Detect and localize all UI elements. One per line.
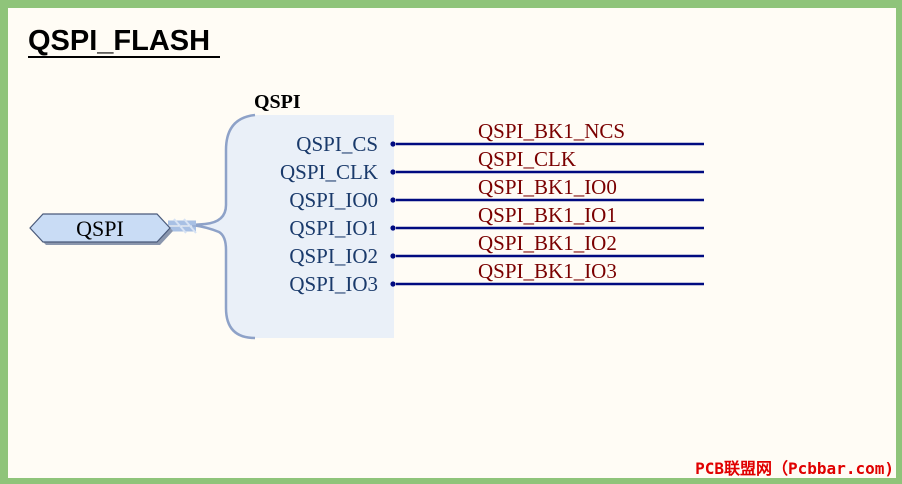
harness-pins: QSPI_CS QSPI_CLK QSPI_IO0QSPI_IO1QSPI_IO2Q…	[280, 132, 396, 296]
harness-pin-dot	[390, 225, 396, 231]
harness-pin-label: QSPI_IO0	[289, 188, 378, 212]
bundle-hatch-2	[183, 218, 197, 234]
sheet-title: QSPI_FLASH	[28, 25, 210, 57]
harness-pin-dot	[390, 281, 396, 287]
harness-pin-dot	[390, 169, 396, 175]
harness-pin-label: QSPI_CLK	[280, 160, 378, 184]
net-label: QSPI_BK1_IO2	[478, 231, 617, 255]
harness-pin-label: QSPI_IO1	[289, 216, 378, 240]
port-label: QSPI	[76, 216, 124, 241]
bundle-hatch-1	[173, 218, 187, 234]
harness-pin-dot	[390, 141, 396, 147]
harness-pin-label: QSPI_CS	[296, 132, 378, 156]
qspi-port[interactable]: QSPI	[29, 213, 173, 245]
net-label: QSPI_BK1_IO3	[478, 259, 617, 283]
harness-bundle[interactable]	[168, 218, 197, 234]
harness-pin-label: QSPI_IO3	[289, 272, 378, 296]
port-shape	[29, 213, 171, 243]
harness-pin-dot	[390, 253, 396, 259]
net-label: QSPI_BK1_NCS	[478, 119, 625, 143]
harness-pin-dot	[390, 197, 396, 203]
harness-connector[interactable]: QSPI QSPI_CSQSPI_CLKQSPI_IO0QSPI_IO1QSPI…	[191, 91, 396, 340]
watermark: PCB联盟网（Pcbbar.com)	[695, 459, 894, 478]
harness-pin-label: QSPI_IO2	[289, 244, 378, 268]
harness-name: QSPI	[254, 91, 301, 113]
net-wires: QSPI_BK1_NCS QSPI_CLK QSPI_BK1_IO0QSPI_BK1…	[396, 119, 704, 286]
harness-brace	[191, 113, 256, 340]
net-label: QSPI_BK1_IO0	[478, 175, 617, 199]
harness-body	[192, 115, 394, 338]
net-label: QSPI_CLK	[478, 147, 576, 171]
net-label: QSPI_BK1_IO1	[478, 203, 617, 227]
